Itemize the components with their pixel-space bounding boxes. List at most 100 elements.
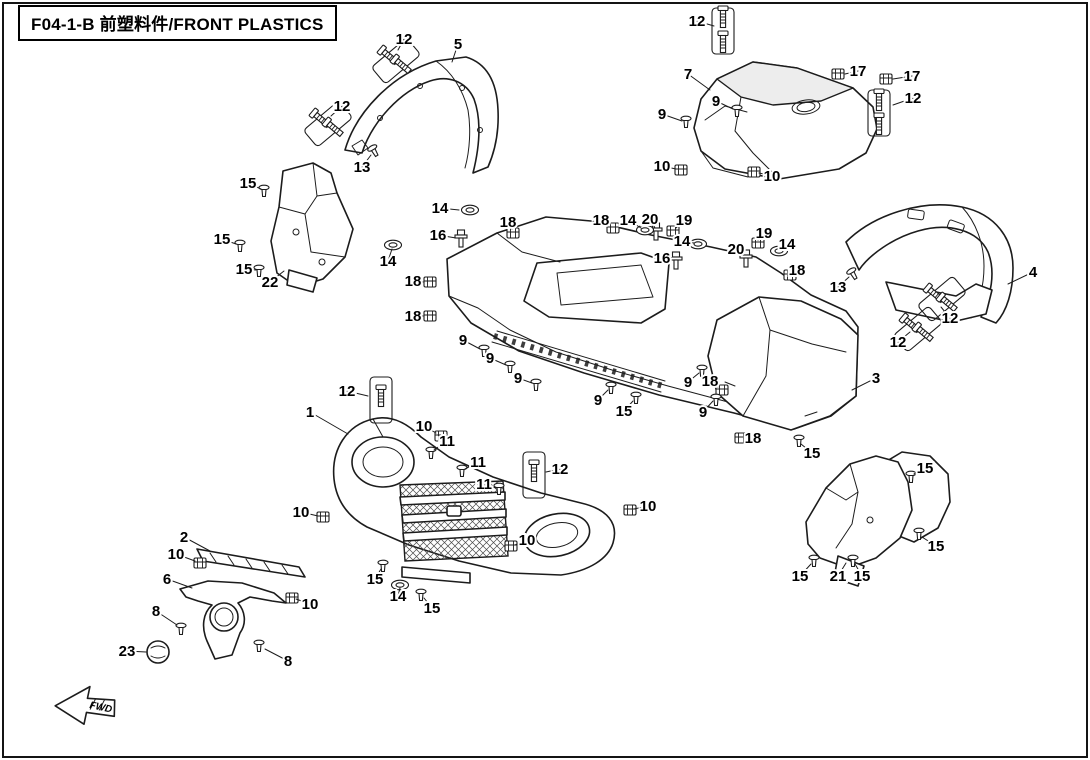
push-clip-icon — [423, 310, 437, 322]
push-pin-icon — [846, 267, 858, 281]
callout-20: 20 — [640, 209, 661, 230]
callout-11: 11 — [474, 474, 497, 495]
push-pin-icon — [605, 381, 617, 395]
callout-15: 15 — [422, 597, 442, 619]
callout-number: 12 — [396, 31, 413, 48]
callout-number: 18 — [500, 214, 517, 231]
callout-number: 15 — [854, 568, 871, 585]
callout-18: 18 — [403, 306, 424, 327]
callout-number: 15 — [214, 231, 231, 248]
callout-13: 13 — [828, 276, 850, 298]
grommet-icon — [688, 238, 708, 250]
callout-number: 14 — [432, 200, 449, 217]
push-pin-icon — [793, 434, 805, 448]
callout-number: 18 — [405, 308, 422, 325]
push-pin-icon — [415, 588, 427, 602]
callout-number: 5 — [454, 36, 462, 53]
callout-11: 11 — [464, 452, 488, 473]
screw-icon — [935, 291, 958, 313]
grommet-icon — [769, 245, 789, 257]
callout-9: 9 — [484, 348, 507, 369]
callout-number: 22 — [262, 274, 279, 291]
callout-number: 20 — [642, 211, 659, 228]
callout-number: 15 — [616, 403, 633, 420]
push-clip-icon — [783, 269, 797, 281]
callout-number: 13 — [354, 159, 371, 176]
callout-number: 11 — [439, 433, 455, 450]
callout-10: 10 — [291, 502, 319, 523]
screw-icon — [873, 88, 885, 112]
callout-3: 3 — [851, 368, 882, 391]
callout-20: 20 — [726, 239, 747, 260]
push-pin-icon — [258, 184, 270, 198]
callout-14: 14 — [378, 248, 399, 272]
push-pin-icon — [847, 554, 859, 568]
callout-number: 9 — [684, 374, 692, 391]
push-clip-icon — [747, 166, 761, 178]
push-clip-icon — [674, 164, 688, 176]
callout-15: 15 — [921, 536, 946, 557]
flange-bolt-icon — [739, 249, 753, 268]
callout-number: 12 — [552, 461, 569, 478]
callout-number: 13 — [830, 279, 847, 296]
callout-number: 19 — [676, 212, 693, 229]
callout-21: 21 — [828, 562, 848, 587]
push-clip-icon — [423, 276, 437, 288]
callout-number: 12 — [905, 90, 922, 107]
callout-13: 13 — [352, 154, 372, 178]
callout-number: 16 — [654, 250, 671, 267]
screw-icon — [717, 5, 729, 29]
screw-box-vertical-icon — [522, 451, 546, 499]
callout-number: 17 — [904, 68, 921, 85]
callout-number: 8 — [152, 603, 160, 620]
push-clip-icon — [316, 511, 330, 523]
push-pin-icon — [630, 391, 642, 405]
callout-number: 12 — [689, 13, 706, 30]
push-clip-icon — [506, 227, 520, 239]
callout-number: 14 — [674, 233, 691, 250]
push-clip-icon — [751, 237, 765, 249]
callout-15: 15 — [234, 259, 257, 280]
callout-16: 16 — [652, 248, 673, 269]
callout-number: 3 — [872, 370, 880, 387]
push-clip-icon — [193, 557, 207, 569]
diagram-title-box: F04-1-B 前塑料件/FRONT PLASTICS — [18, 5, 337, 41]
push-clip-icon — [606, 222, 620, 234]
callout-number: 11 — [470, 454, 486, 471]
part-bracket-right — [805, 451, 951, 587]
callout-1: 1 — [304, 402, 349, 435]
callout-18: 18 — [787, 260, 808, 281]
fwd-direction-arrow: FWD — [54, 685, 116, 726]
push-clip-icon — [831, 68, 845, 80]
callout-number: 17 — [850, 63, 867, 80]
callout-number: 10 — [654, 158, 671, 175]
callout-number: 15 — [236, 261, 253, 278]
callout-number: 21 — [830, 568, 847, 585]
callout-number: 15 — [804, 445, 821, 462]
callout-number: 10 — [519, 532, 536, 549]
push-clip-icon — [623, 504, 637, 516]
callout-9: 9 — [457, 330, 481, 351]
push-clip-icon — [285, 592, 299, 604]
push-pin-icon — [253, 264, 265, 278]
screw-icon — [375, 384, 387, 408]
part-bracket-left — [270, 162, 354, 293]
callout-number: 12 — [942, 310, 959, 327]
callout-number: 9 — [514, 370, 522, 387]
callout-19: 19 — [754, 223, 775, 244]
callout-number: 10 — [302, 596, 319, 613]
push-clip-icon — [434, 430, 448, 442]
push-pin-icon — [710, 393, 722, 407]
callout-19: 19 — [674, 210, 695, 231]
callout-number: 9 — [459, 332, 467, 349]
callout-number: 18 — [405, 273, 422, 290]
callout-number: 18 — [593, 212, 610, 229]
push-pin-icon — [425, 446, 437, 460]
callout-9: 9 — [592, 389, 609, 411]
screw-icon — [911, 321, 934, 343]
callout-12: 12 — [330, 96, 352, 117]
callout-10: 10 — [414, 416, 437, 437]
callout-18: 18 — [498, 212, 519, 233]
